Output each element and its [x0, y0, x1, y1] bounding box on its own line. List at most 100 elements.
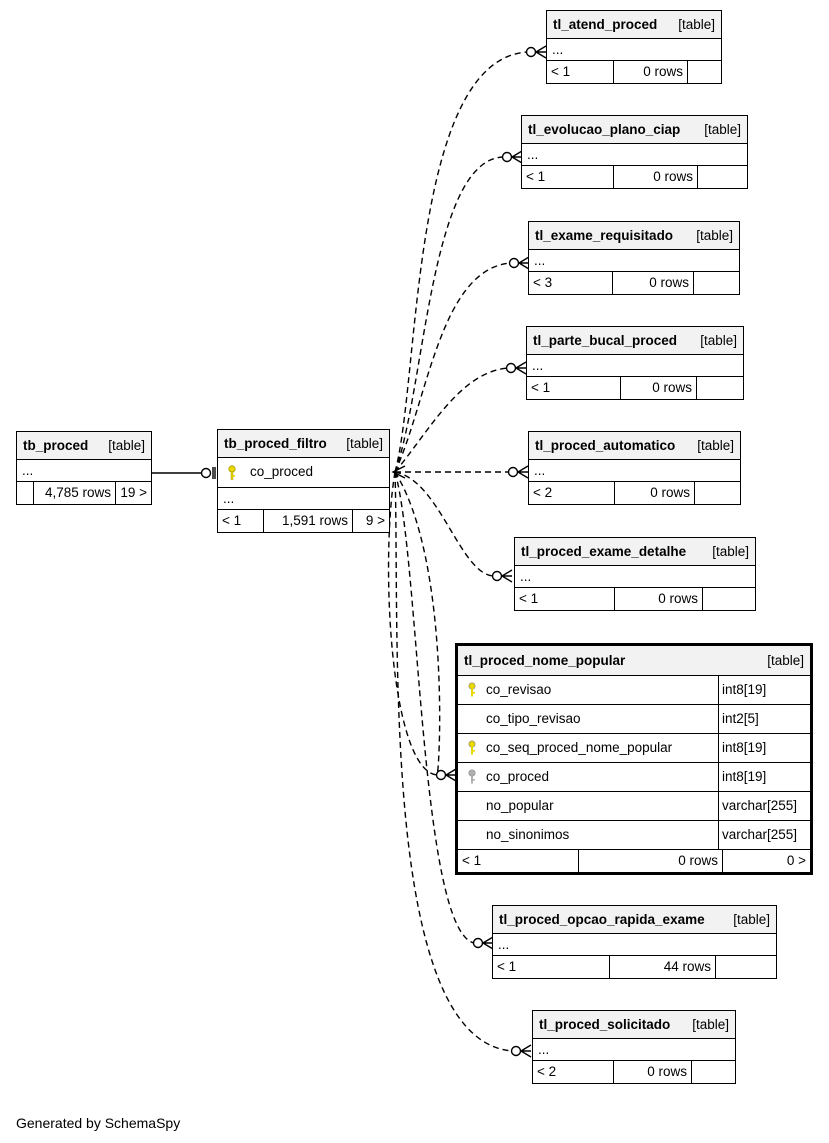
column-name: co_proced	[250, 464, 314, 479]
table-tb-proced[interactable]: tb_proced [table] ... 4,785 rows 19 >	[16, 431, 152, 505]
edge-end-circle	[491, 570, 503, 582]
table-ellipsis: ...	[17, 460, 151, 482]
column-name: co_tipo_revisao	[486, 705, 719, 733]
table-tl-parte-bucal-proced[interactable]: tl_parte_bucal_proced [table] ... < 1 0 …	[526, 326, 744, 400]
children-count	[703, 588, 755, 610]
crowfoot	[535, 45, 547, 59]
table-kind: [table]	[733, 912, 770, 927]
primary-key-icon	[458, 734, 486, 762]
table-tb-proced-filtro[interactable]: tb_proced_filtro [table] co_proced ... <…	[217, 429, 390, 533]
children-count: 19 >	[120, 485, 147, 500]
foreign-key-icon	[458, 763, 486, 791]
row-count: 0 rows	[615, 588, 703, 610]
edge-filtro-to-nome-popular-a	[387, 471, 438, 776]
generated-by-credit: Generated by SchemaSpy	[16, 1115, 181, 1131]
children-count	[716, 956, 776, 978]
primary-key-icon	[458, 676, 486, 704]
column-type: int2[5]	[722, 711, 759, 726]
row-count: 44 rows	[610, 956, 716, 978]
column-type: int8[19]	[722, 682, 767, 697]
no-key-cell	[458, 792, 486, 820]
crowfoot	[518, 256, 530, 270]
parents-count: < 1	[522, 166, 614, 188]
table-ellipsis: ...	[533, 1039, 735, 1061]
row-count: 1,591 rows	[264, 510, 353, 532]
row-count: 4,785 rows	[34, 482, 116, 504]
children-count	[694, 272, 739, 294]
table-name: tl_evolucao_plano_ciap	[528, 122, 681, 137]
table-tl-proced-exame-detalhe[interactable]: tl_proced_exame_detalhe [table] ... < 1 …	[514, 537, 756, 611]
table-kind: [table]	[678, 17, 715, 32]
column-type: int8[19]	[722, 769, 767, 784]
crowfoot	[445, 768, 457, 782]
table-kind: [table]	[696, 228, 733, 243]
table-tl-exame-requisitado[interactable]: tl_exame_requisitado [table] ... < 3 0 r…	[528, 221, 740, 295]
edge-filtro-to-opcao-rapida	[394, 471, 475, 944]
children-count	[698, 166, 747, 188]
table-name: tl_proced_opcao_rapida_exame	[499, 912, 705, 927]
crowfoot	[511, 150, 523, 164]
table-kind: [table]	[697, 438, 734, 453]
column-name: co_seq_proced_nome_popular	[486, 734, 719, 762]
table-footer: < 2 0 rows	[529, 482, 740, 504]
edge-filtro-to-nome-popular-b	[394, 471, 441, 776]
primary-key-icon	[218, 458, 246, 487]
table-header: tl_parte_bucal_proced [table]	[527, 327, 743, 355]
table-footer: < 1 44 rows	[493, 956, 776, 978]
row-count: 0 rows	[615, 482, 695, 504]
table-header: tl_exame_requisitado [table]	[529, 222, 739, 250]
table-footer: < 1 0 rows	[547, 61, 721, 83]
parents-count: < 2	[529, 482, 615, 504]
crowfoot-source	[391, 465, 406, 479]
parents-count: < 1	[458, 850, 579, 872]
table-tl-proced-solicitado[interactable]: tl_proced_solicitado [table] ... < 2 0 r…	[532, 1010, 736, 1084]
edge-end-circle	[435, 769, 447, 781]
column-type: int8[19]	[722, 740, 767, 755]
edge-filtro-to-parte-bucal	[394, 367, 509, 473]
table-name: tl_parte_bucal_proced	[533, 333, 678, 348]
column-type: varchar[255]	[722, 827, 798, 842]
table-name: tl_proced_solicitado	[539, 1017, 671, 1032]
crowfoot	[515, 361, 527, 375]
crowfoot	[517, 465, 529, 479]
row-count: 0 rows	[614, 166, 698, 188]
table-kind: [table]	[700, 333, 737, 348]
edge-filtro-to-exame-requisitado	[394, 262, 511, 473]
children-count	[695, 482, 740, 504]
table-ellipsis: ...	[529, 460, 740, 482]
table-name: tl_proced_nome_popular	[464, 653, 626, 668]
children-count: 9 >	[365, 513, 385, 528]
table-tl-proced-automatico[interactable]: tl_proced_automatico [table] ... < 2 0 r…	[528, 431, 741, 505]
table-header: tl_proced_nome_popular [table]	[458, 646, 810, 676]
table-tl-evolucao-plano-ciap[interactable]: tl_evolucao_plano_ciap [table] ... < 1 0…	[521, 115, 748, 189]
edge-end-circle	[525, 46, 537, 58]
parents-count: < 1	[493, 956, 610, 978]
row-count: 0 rows	[614, 1061, 692, 1083]
table-footer: < 1 0 rows 0 >	[458, 850, 810, 872]
table-header: tl_proced_automatico [table]	[529, 432, 740, 460]
edge-end-circle	[505, 362, 517, 374]
row-count: 0 rows	[621, 377, 697, 399]
edge-end-circle	[501, 151, 513, 163]
column-name: no_sinonimos	[486, 821, 719, 849]
edge-end-circle	[510, 1045, 522, 1057]
table-header: tl_atend_proced [table]	[547, 11, 721, 39]
table-tl-proced-opcao-rapida-exame[interactable]: tl_proced_opcao_rapida_exame [table] ...…	[492, 905, 777, 979]
table-tl-atend-proced[interactable]: tl_atend_proced [table] ... < 1 0 rows	[546, 10, 722, 84]
table-tl-proced-nome-popular[interactable]: tl_proced_nome_popular [table] co_revisa…	[455, 643, 813, 875]
table-ellipsis: ...	[493, 934, 776, 956]
edge-filtro-to-evolucao	[394, 156, 504, 473]
table-ellipsis: ...	[515, 566, 755, 588]
crowfoot	[501, 569, 513, 583]
column-name: no_popular	[486, 792, 719, 820]
table-footer: < 2 0 rows	[533, 1061, 735, 1083]
column-name: co_proced	[486, 763, 719, 791]
table-kind: [table]	[767, 653, 804, 668]
table-name: tl_proced_automatico	[535, 438, 676, 453]
